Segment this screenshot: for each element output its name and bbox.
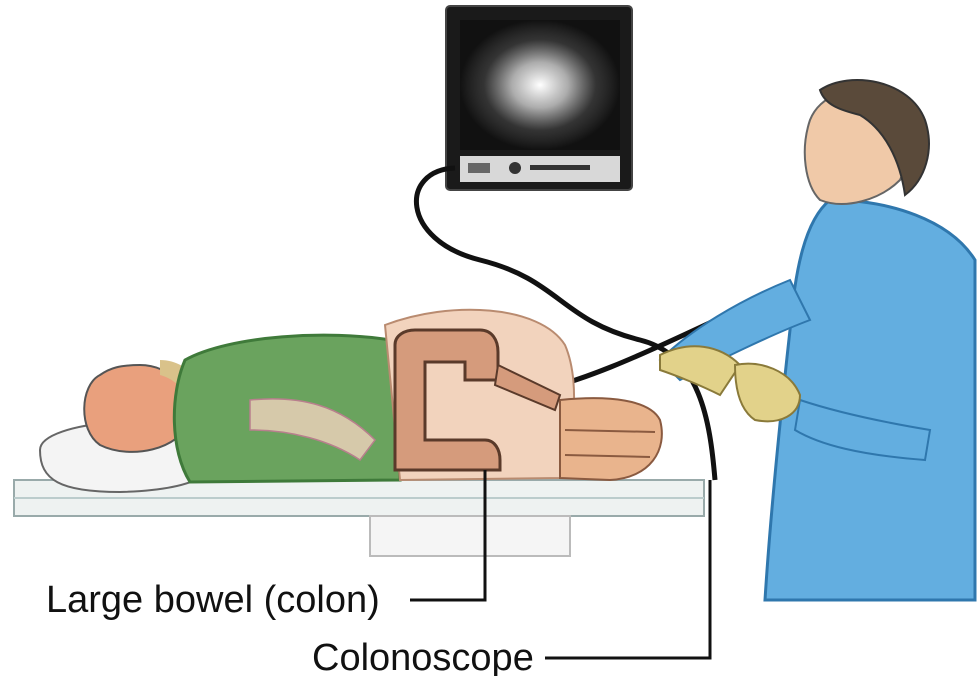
monitor-knob (468, 163, 490, 173)
monitor-button (509, 162, 521, 174)
label-colonoscope: Colonoscope (312, 637, 534, 676)
patient-legs (560, 398, 662, 480)
monitor-slider (530, 165, 590, 170)
table-base (370, 516, 570, 556)
monitor-screen (460, 20, 620, 150)
label-large-bowel: Large bowel (colon) (46, 579, 380, 621)
doctor (660, 80, 975, 600)
monitor (446, 6, 632, 190)
